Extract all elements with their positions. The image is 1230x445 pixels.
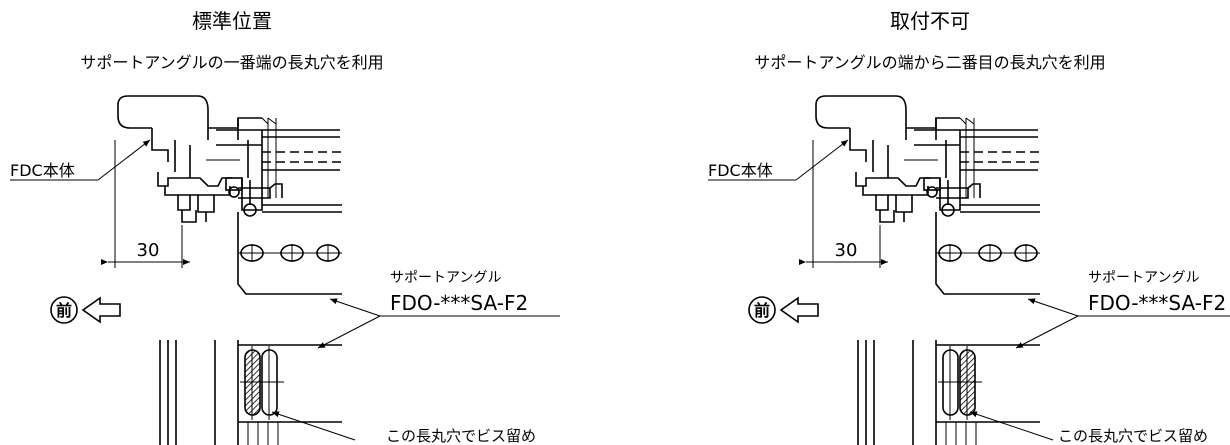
right-fdc-label: FDC本体 <box>708 161 773 180</box>
right-front-symbol: 前 <box>754 301 770 320</box>
left-part-code: FDO-***SA-F2 <box>390 291 528 315</box>
right-subtitle: サポートアングルの端から二番目の長丸穴を利用 <box>754 53 1105 72</box>
left-slot-holes-vertical <box>239 345 285 421</box>
left-angle-label: サポートアングル <box>390 270 501 286</box>
left-subtitle: サポートアングルの一番端の長丸穴を利用 <box>80 53 383 72</box>
left-screw-note: この長丸穴でビス留め <box>386 427 536 445</box>
left-front-symbol: 前 <box>56 301 72 320</box>
left-dimension: 30 <box>137 240 160 261</box>
right-slot-holes-vertical <box>937 345 983 421</box>
right-panel: 取付不可 サポートアングルの端から二番目の長丸穴を利用 FDC本体 30 前 サ… <box>708 9 1230 445</box>
right-part-code: FDO-***SA-F2 <box>1088 291 1226 315</box>
left-fdc-label: FDC本体 <box>10 161 75 180</box>
right-angle-label: サポートアングル <box>1088 270 1199 286</box>
right-dimension: 30 <box>835 240 858 261</box>
right-title: 取付不可 <box>890 9 970 33</box>
right-screw-note: この長丸穴でビス留め <box>1058 427 1208 445</box>
left-panel: 標準位置 サポートアングルの一番端の長丸穴を利用 FDC本体 30 前 サポート… <box>10 9 560 445</box>
left-title: 標準位置 <box>192 9 272 33</box>
